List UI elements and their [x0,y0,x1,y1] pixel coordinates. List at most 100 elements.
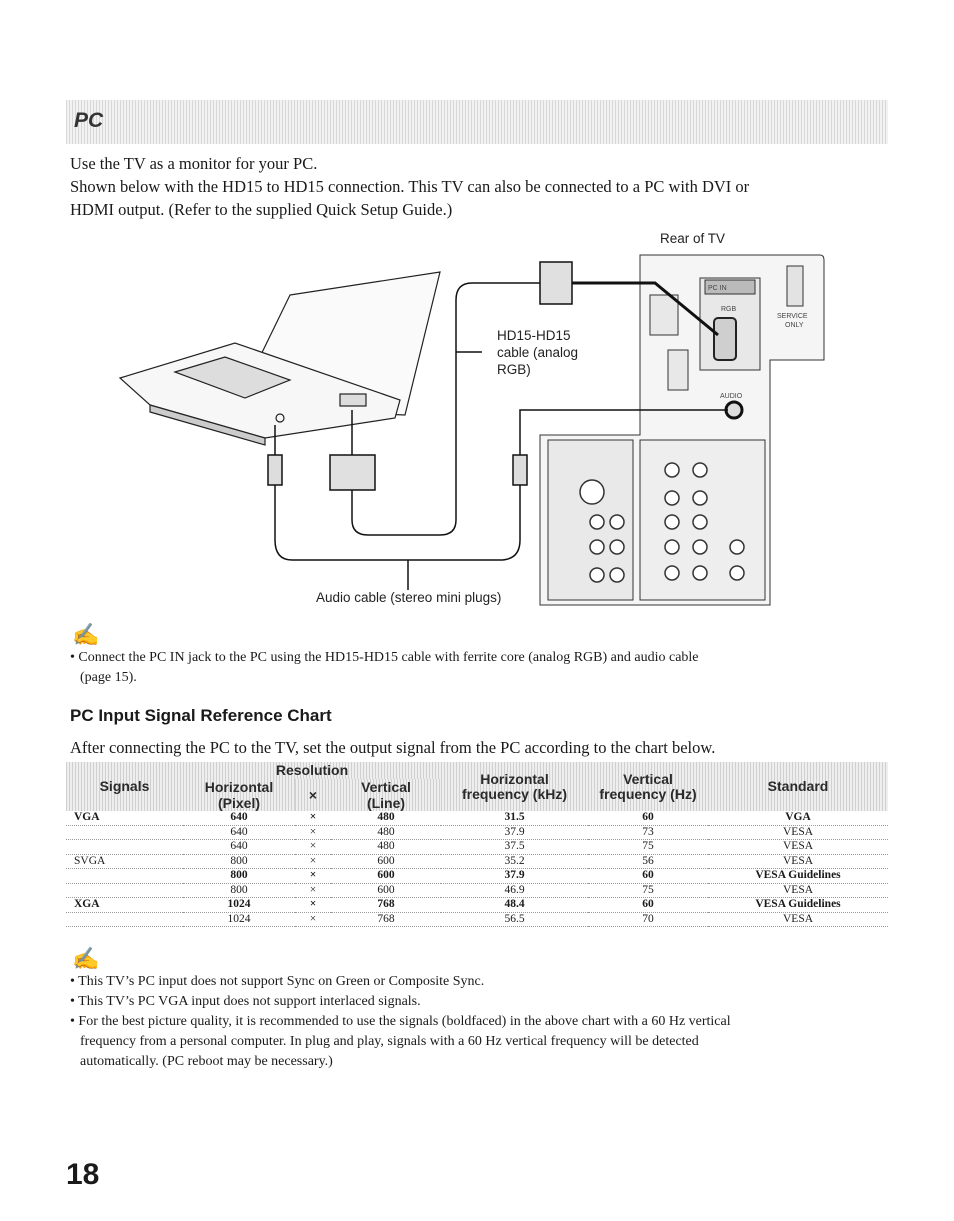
table-cell-std: VESA [708,839,888,855]
table-cell-signal: XGA [66,897,183,913]
table-cell-v: 768 [331,897,441,913]
table-cell-v: 600 [331,854,441,869]
chart-section-intro: After connecting the PC to the TV, set t… [70,738,716,757]
hd15-cable [329,261,719,536]
intro-line-1: Use the TV as a monitor for your PC. [70,154,318,173]
header-vertical: Vertical [331,779,441,795]
table-cell-x: × [295,868,331,884]
table-cell-vf: 60 [588,868,708,884]
header-vfreq-line-1: Vertical [623,770,673,787]
intro-line-2: Shown below with the HD15 to HD15 connec… [70,177,750,196]
table-cell-vf: 75 [588,883,708,898]
table-cell-std: VGA [708,811,888,826]
table-cell-std: VESA [708,883,888,898]
cable-label-2: cable (analog [497,345,578,360]
service-label-1: SERVICE [777,313,808,320]
table-cell-hf: 37.9 [441,868,588,884]
header-hfreq-line-2: frequency (kHz) [461,785,568,802]
table-cell-hf: 31.5 [441,811,588,826]
table-cell-vf: 75 [588,839,708,855]
chart-section-title: PC Input Signal Reference Chart [70,706,332,725]
table-cell-v: 600 [331,868,441,884]
table-cell-x: × [295,854,331,869]
section-title: PC [74,109,104,132]
note1-line-2: (page 15). [80,670,137,685]
audio-label: AUDIO [720,393,743,400]
rgb-label: RGB [721,306,737,313]
header-vfreq-line-2: frequency (Hz) [599,785,697,802]
connection-diagram: Rear of TV PC IN RGB AUDIO SERVICE ONLY [118,231,825,606]
table-cell-x: × [295,883,331,898]
laptop [118,271,441,446]
intro-line-3: HDMI output. (Refer to the supplied Quic… [70,200,453,219]
table-cell-hf: 48.4 [441,897,588,913]
service-label-2: ONLY [785,322,804,329]
header-line: (Line) [331,795,441,811]
table-cell-signal [66,825,183,840]
table-cell-x: × [295,811,331,826]
table-cell-x: × [295,825,331,840]
table-cell-h: 640 [183,839,295,855]
table-cell-std: VESA [708,825,888,840]
table-cell-hf: 46.9 [441,883,588,898]
table-cell-x: × [295,839,331,855]
table-cell-v: 600 [331,883,441,898]
pc-in-label: PC IN [708,285,727,292]
table-cell-std: VESA Guidelines [708,897,888,913]
table-cell-std: VESA [708,854,888,869]
table-cell-std: VESA [708,912,888,927]
table-cell-signal [66,883,183,898]
table-cell-hf: 37.5 [441,839,588,855]
table-cell-vf: 60 [588,897,708,913]
header-pixel: (Pixel) [183,795,295,811]
table-cell-signal: VGA [66,811,183,826]
note2-bullet-3-line-2: frequency from a personal computer. In p… [80,1034,699,1049]
note-pencil-icon-2: ✍ [72,946,100,971]
header-vfreq: Vertical frequency (Hz) [588,762,708,811]
audio-cable-label: Audio cable (stereo mini plugs) [316,590,501,605]
table-cell-vf: 73 [588,825,708,840]
table-cell-hf: 56.5 [441,912,588,927]
rear-of-tv-label: Rear of TV [660,231,725,246]
table-cell-h: 1024 [183,897,295,913]
table-cell-vf: 60 [588,811,708,826]
note-pencil-icon: ✍ [72,622,100,647]
table-cell-v: 480 [331,811,441,826]
header-horizontal: Horizontal [183,779,295,795]
table-cell-h: 1024 [183,912,295,927]
note2-bullet-3-line-3: automatically. (PC reboot may be necessa… [80,1054,333,1069]
table-cell-x: × [295,897,331,913]
table-cell-x: × [295,912,331,927]
table-cell-v: 480 [331,825,441,840]
section-banner: PC [66,100,888,144]
tv-rear-panel [539,254,825,606]
header-hfreq-line-1: Horizontal [480,770,549,787]
table-cell-hf: 35.2 [441,854,588,869]
table-cell-vf: 56 [588,854,708,869]
note2-bullet-2: • This TV’s PC VGA input does not suppor… [70,994,421,1009]
table-cell-h: 800 [183,854,295,869]
note2-bullet-1: • This TV’s PC input does not support Sy… [70,974,485,989]
cable-label-1: HD15-HD15 [497,328,571,343]
table-cell-h: 800 [183,868,295,884]
note1-line-1: • Connect the PC IN jack to the PC using… [70,650,699,665]
table-cell-h: 640 [183,811,295,826]
table-cell-v: 480 [331,839,441,855]
table-cell-h: 640 [183,825,295,840]
audio-cable [267,409,728,590]
table-cell-signal [66,839,183,855]
table-cell-std: VESA Guidelines [708,868,888,884]
header-hfreq: Horizontal frequency (kHz) [441,762,588,811]
header-times: × [295,779,331,811]
table-cell-signal [66,868,183,884]
note2-bullet-3-line-1: • For the best picture quality, it is re… [70,1014,731,1029]
signal-reference-table: Signals Resolution Horizontal frequency … [66,762,888,927]
